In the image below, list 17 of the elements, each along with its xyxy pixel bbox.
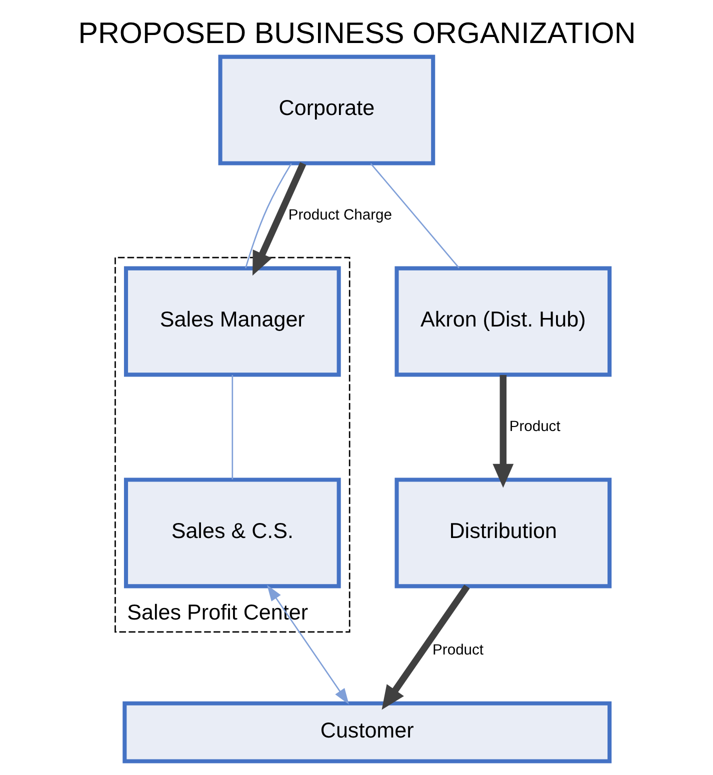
arrow [492, 374, 514, 488]
arrow [266, 584, 348, 705]
node-box: Sales Manager [123, 266, 340, 377]
node-box: Customer [122, 701, 612, 764]
arrow [381, 584, 470, 710]
node-box: Corporate [218, 54, 435, 166]
edge-label: Product [432, 642, 484, 659]
node-box: Akron (Dist. Hub) [394, 266, 612, 377]
connector [231, 374, 233, 480]
node-box: Distribution [394, 478, 612, 588]
connector [370, 163, 460, 268]
arrow [252, 162, 306, 276]
connector [244, 163, 292, 268]
node-box: Sales & C.S. [123, 478, 340, 588]
diagram-title: PROPOSED BUSINESS ORGANIZATION [78, 16, 636, 50]
edge-label: Product Charge [288, 208, 392, 224]
edge-label: Product [508, 419, 560, 436]
